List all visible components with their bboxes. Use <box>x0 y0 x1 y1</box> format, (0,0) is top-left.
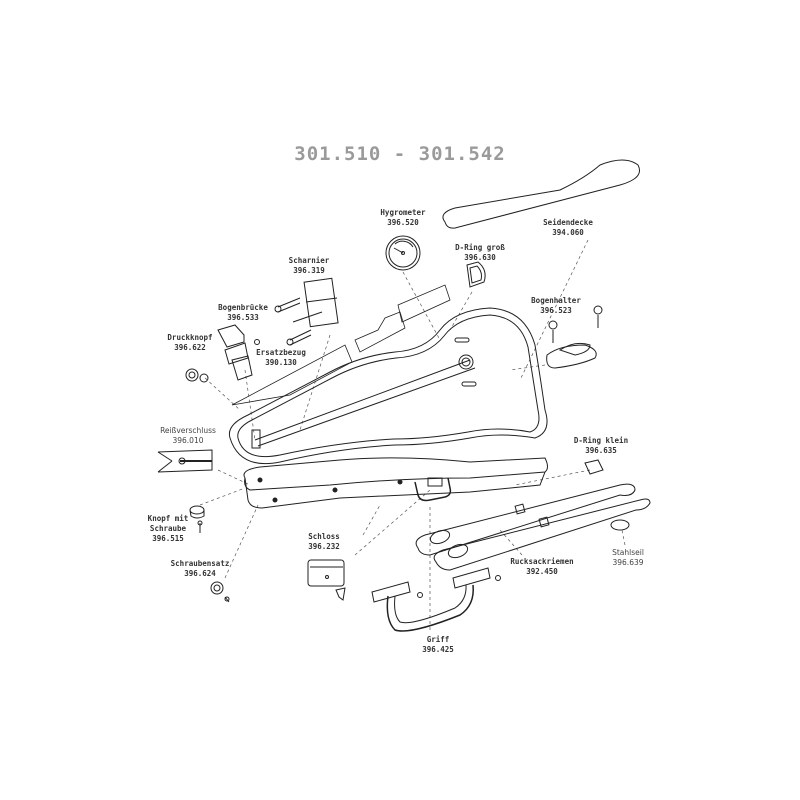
hinge-shape <box>274 277 339 346</box>
handle-shape <box>371 567 501 632</box>
screw-set-shape <box>210 581 230 603</box>
part-number: 390.130 <box>265 358 297 367</box>
part-name: Ersatzbezug <box>256 348 306 357</box>
model-range-title: 301.510 - 301.542 <box>294 143 506 165</box>
part-name: Stahlseil <box>612 548 644 557</box>
part-name: Schraube <box>149 524 187 533</box>
part-number: 396.232 <box>308 542 340 551</box>
part-name: Reißverschluss <box>160 426 216 435</box>
part-number: 396.622 <box>174 343 206 352</box>
part-name: Griff <box>426 635 450 644</box>
d-ring-large-shape <box>466 261 486 288</box>
lock-shape <box>307 559 346 601</box>
part-name: Schraubensatz <box>170 559 230 568</box>
part-number: 396.624 <box>184 569 216 578</box>
part-number: 396.523 <box>540 306 572 315</box>
part-name: Rucksackriemen <box>510 557 574 566</box>
part-number: 396.515 <box>152 534 184 543</box>
part-number: 396.319 <box>293 266 325 275</box>
bow-holder-shape <box>546 305 603 369</box>
part-name: Schloss <box>308 532 340 541</box>
part-number: 396.635 <box>585 446 617 455</box>
d-ring-small-shape <box>584 459 604 475</box>
part-name: Knopf mit <box>147 514 189 523</box>
part-number: 396.010 <box>172 436 204 445</box>
hygrometer-shape <box>385 235 421 271</box>
part-number: 396.639 <box>612 558 644 567</box>
part-name: Bogenhalter <box>531 296 581 305</box>
zipper-shape <box>157 449 213 473</box>
part-number: 396.520 <box>387 218 419 227</box>
case-bottom-shape <box>243 457 548 509</box>
case-lid-shape <box>228 307 548 465</box>
snap-button-shape <box>185 368 209 383</box>
part-name: Bogenbrücke <box>218 303 268 312</box>
leader-lines <box>199 239 626 630</box>
part-number: 396.630 <box>464 253 496 262</box>
part-name: Hygrometer <box>380 208 426 217</box>
part-name: Druckknopf <box>167 333 213 342</box>
part-name: D-Ring klein <box>573 436 629 445</box>
part-name: Seidendecke <box>543 218 593 227</box>
part-number: 394.060 <box>552 228 584 237</box>
backpack-straps-shape <box>415 483 651 571</box>
bow-bridge-shape <box>217 324 260 381</box>
steel-cable-shape <box>610 519 630 531</box>
part-number: 396.533 <box>227 313 259 322</box>
silk-cover-shape <box>442 159 640 229</box>
part-number: 396.425 <box>422 645 454 654</box>
knob-with-screw-shape <box>189 505 205 533</box>
part-name: D-Ring groß <box>455 243 505 252</box>
part-number: 392.450 <box>526 567 558 576</box>
part-name: Scharnier <box>288 256 330 265</box>
